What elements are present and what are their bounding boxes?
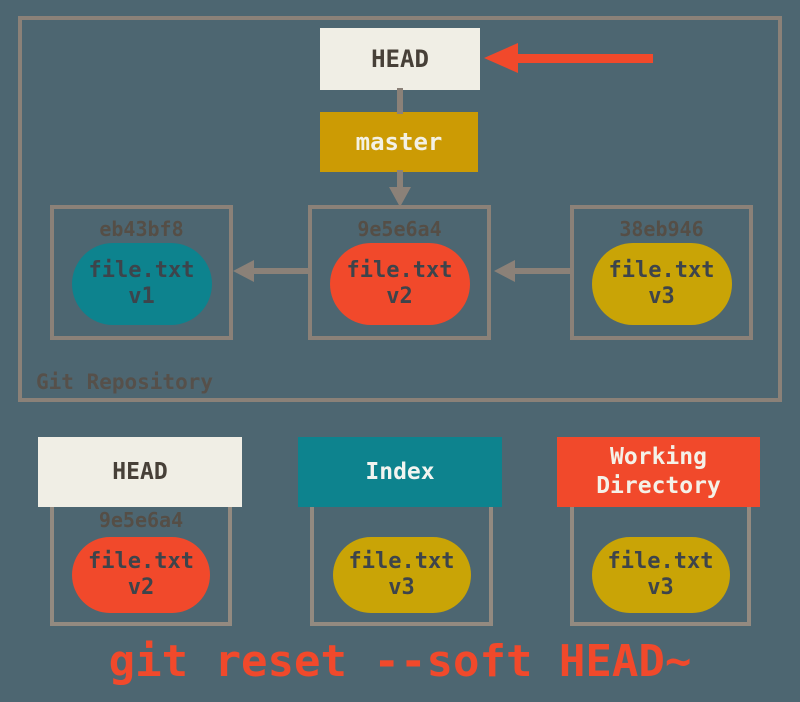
file-pill: file.txt v2 — [329, 243, 470, 325]
commit-hash: eb43bf8 — [99, 217, 184, 241]
area-header-working-directory: Working Directory — [557, 437, 760, 507]
master-branch-box: master — [320, 112, 478, 172]
file-pill: file.txt v3 — [591, 537, 730, 613]
file-pill: file.txt v3 — [332, 537, 471, 613]
commit-box-38eb946: 38eb946 file.txt v3 — [570, 205, 753, 340]
git-repository-box: Git Repository — [18, 16, 782, 402]
commit-box-9e5e6a4: 9e5e6a4 file.txt v2 — [308, 205, 491, 340]
file-name: file.txt — [346, 258, 453, 283]
commit-hash: 9e5e6a4 — [357, 217, 442, 241]
file-version: v3 — [648, 284, 675, 309]
file-version: v2 — [127, 575, 155, 600]
area-header-index: Index — [298, 437, 502, 507]
area-box-index: file.txt v3 — [310, 490, 493, 626]
area-box-head: 9e5e6a4 file.txt v2 — [50, 490, 232, 626]
file-version: v3 — [647, 575, 674, 600]
commit-hash: 38eb946 — [619, 217, 704, 241]
file-pill: file.txt v2 — [72, 537, 210, 613]
file-name: file.txt — [348, 549, 455, 574]
area-commit-hash: 9e5e6a4 — [98, 508, 184, 532]
file-pill: file.txt v1 — [71, 243, 212, 325]
git-repository-label: Git Repository — [36, 370, 214, 394]
commit-box-eb43bf8: eb43bf8 file.txt v1 — [50, 205, 233, 340]
area-box-working-directory: file.txt v3 — [570, 490, 751, 626]
file-name: file.txt — [88, 549, 194, 574]
file-version: v2 — [386, 284, 413, 309]
file-name: file.txt — [88, 258, 195, 283]
git-command-caption: git reset --soft HEAD~ — [108, 636, 692, 687]
file-version: v3 — [388, 575, 415, 600]
head-ref-box: HEAD — [320, 28, 480, 90]
area-header-head: HEAD — [38, 437, 242, 507]
file-pill: file.txt v3 — [591, 243, 732, 325]
file-name: file.txt — [608, 258, 715, 283]
file-name: file.txt — [607, 549, 714, 574]
file-version: v1 — [128, 284, 155, 309]
